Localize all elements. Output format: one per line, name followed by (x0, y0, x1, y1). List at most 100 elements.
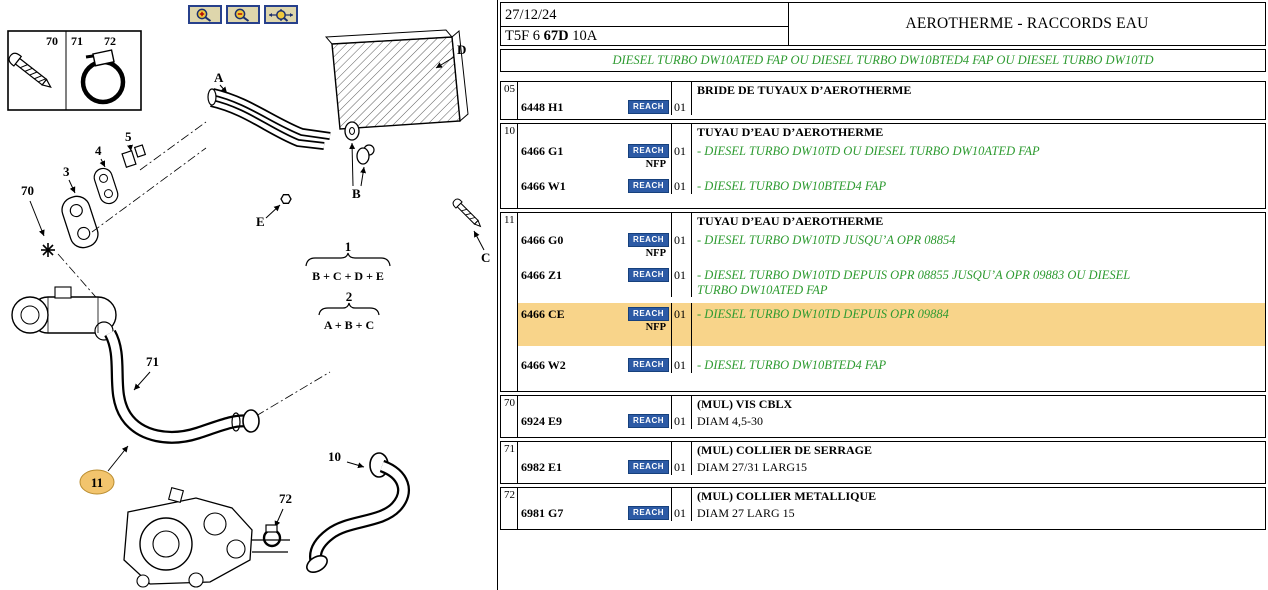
reach-badge[interactable]: REACH (628, 460, 669, 474)
part-number[interactable]: 6466 G0 (521, 233, 564, 247)
ref-part-3: 10A (568, 28, 598, 44)
part-number[interactable]: 6466 W2 (521, 358, 566, 372)
ref-part-1: T5F 6 (505, 28, 544, 44)
group-index: 70 (504, 397, 515, 409)
part-number[interactable]: 6466 CE (521, 307, 565, 321)
reference-code: T5F 6 67D 10A (501, 27, 788, 45)
plate-3 (61, 195, 99, 249)
hose-10 (306, 452, 410, 573)
callout-D[interactable]: D (457, 42, 466, 57)
page-title: AEROTHERME - RACCORDS EAU (905, 15, 1149, 32)
zoom-toolbar (188, 5, 298, 24)
reach-badge[interactable]: REACH (628, 506, 669, 520)
group-title: TUYAU D’EAU D’AEROTHERME (697, 214, 884, 228)
part-number[interactable]: 6466 G1 (521, 144, 564, 158)
reach-badge[interactable]: REACH (628, 100, 669, 114)
part-number[interactable]: 6981 G7 (521, 506, 564, 520)
part-description: - DIESEL TURBO DW10BTED4 FAP (697, 358, 887, 372)
highlight-badge-11[interactable] (79, 469, 115, 495)
callout-C[interactable]: C (481, 250, 490, 265)
legend-box: 70 71 72 (7, 30, 142, 111)
callout-2[interactable]: 2 (346, 289, 353, 304)
reach-badge[interactable]: REACH (628, 307, 669, 321)
axis-lines (57, 121, 331, 417)
reach-badge[interactable]: REACH (628, 179, 669, 193)
reach-badge[interactable]: REACH (628, 268, 669, 282)
group-index: 11 (504, 214, 515, 226)
reach-badge[interactable]: REACH (628, 414, 669, 428)
header-left: 27/12/24 T5F 6 67D 10A (501, 3, 789, 45)
part-description: - DIESEL TURBO DW10TD JUSQU’A OPR 08854 (697, 233, 956, 247)
callout-3[interactable]: 3 (63, 164, 70, 179)
callout-10[interactable]: 10 (328, 449, 341, 464)
part-cell: 6924 E9 REACH (518, 412, 672, 429)
zoom-reset-button[interactable] (264, 5, 298, 24)
parts-group-70: 70 (MUL) VIS CBLX 6924 E9 REACH 01 DIAM … (500, 395, 1266, 438)
spacer-cell (672, 396, 692, 412)
legend-72-label: 72 (104, 34, 116, 48)
part-description-highlighted: - DIESEL TURBO DW10TD DEPUIS OPR 09884 (692, 303, 1265, 346)
nfp-label: NFP (645, 322, 666, 333)
nfp-label: NFP (645, 248, 666, 259)
engine-variants-subtitle: DIESEL TURBO DW10ATED FAP OU DIESEL TURB… (500, 49, 1266, 72)
part-cell: 6466 W2 REACH (518, 346, 672, 373)
pipe-flanges (344, 121, 370, 165)
callout-11[interactable]: 11 (91, 475, 103, 490)
part-number[interactable]: 6466 W1 (521, 179, 566, 193)
parts-group-71: 71 (MUL) COLLIER DE SERRAGE 6982 E1 REAC… (500, 441, 1266, 484)
spacer-cell (672, 442, 692, 458)
quantity: 01 (672, 260, 692, 297)
part-cell-highlighted: 6466 CE REACH NFP (518, 303, 672, 346)
part-dimension: DIAM 27 LARG 15 (697, 506, 795, 520)
date: 27/12/24 (501, 3, 788, 27)
legend-70-label: 70 (46, 34, 58, 48)
part-number[interactable]: 6924 E9 (521, 414, 563, 428)
part-number[interactable]: 6982 E1 (521, 460, 563, 474)
part-description: - DIESEL TURBO DW10TD OU DIESEL TURBO DW… (697, 144, 1040, 158)
part-cell: 6981 G7 REACH (518, 504, 672, 521)
parts-group-05: 05 BRIDE DE TUYAUX D’AEROTHERME 6448 H1 … (500, 81, 1266, 120)
zoom-in-button[interactable] (188, 5, 222, 24)
part-cell: 6982 E1 REACH (518, 458, 672, 475)
zoom-out-icon (234, 8, 250, 22)
thermostat-housing (123, 486, 290, 588)
quantity: 01 (672, 303, 692, 346)
part-cell: 6466 Z1 REACH (518, 260, 672, 297)
gasket-4 (93, 167, 119, 205)
screw-c-icon (452, 198, 482, 228)
parts-group-10: 10 TUYAU D’EAU D’AEROTHERME 6466 G1 REAC… (500, 123, 1266, 209)
group-title: (MUL) COLLIER METALLIQUE (697, 489, 877, 503)
brace-2 (318, 302, 380, 316)
water-pipes (207, 88, 331, 150)
reach-badge[interactable]: REACH (628, 233, 669, 247)
callout-70[interactable]: 70 (21, 183, 34, 198)
callout-71[interactable]: 71 (146, 354, 159, 369)
quantity: 01 (672, 458, 692, 475)
callout-72[interactable]: 72 (279, 491, 292, 506)
part-number[interactable]: 6448 H1 (521, 100, 564, 114)
part-dimension: DIAM 27/31 LARG15 (697, 460, 807, 474)
spacer-cell (518, 396, 672, 412)
quantity: 01 (672, 98, 692, 115)
part-description (692, 98, 1265, 115)
part-cell: 6466 G1 REACH NFP (518, 140, 672, 171)
reach-badge[interactable]: REACH (628, 144, 669, 158)
parts-table-panel: 27/12/24 T5F 6 67D 10A AEROTHERME - RACC… (497, 0, 1268, 590)
hose-11 (104, 329, 260, 444)
part-description: - DIESEL TURBO DW10BTED4 FAP (697, 179, 887, 193)
callout-A[interactable]: A (214, 70, 224, 85)
spacer-cell (518, 124, 672, 140)
callout-E[interactable]: E (256, 214, 265, 229)
zoom-out-button[interactable] (226, 5, 260, 24)
callout-1[interactable]: 1 (345, 239, 352, 254)
egr-cooler (11, 286, 117, 341)
callout-B[interactable]: B (352, 186, 361, 201)
callout-4[interactable]: 4 (95, 143, 102, 158)
callout-5[interactable]: 5 (125, 129, 132, 144)
quantity: 01 (672, 412, 692, 429)
part-description: - DIESEL TURBO DW10TD DEPUIS OPR 08855 J… (697, 268, 1130, 297)
diagram-panel: 70 71 72 (0, 0, 497, 590)
part-number[interactable]: 6466 Z1 (521, 268, 563, 282)
reach-badge[interactable]: REACH (628, 358, 669, 372)
quantity: 01 (672, 171, 692, 194)
